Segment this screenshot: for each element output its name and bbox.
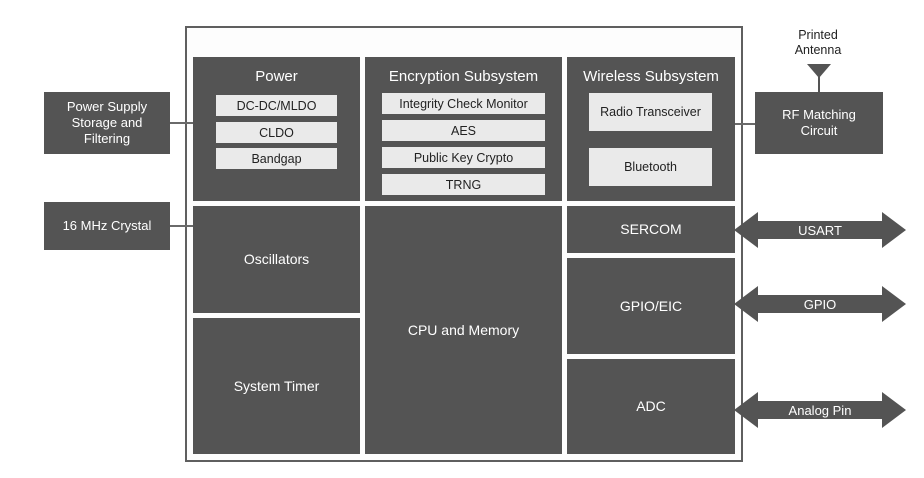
usart-arrow	[734, 212, 906, 248]
antenna-label: Printed Antenna	[794, 28, 842, 57]
cpu-memory-block: CPU and Memory	[365, 206, 562, 454]
sercom-block: SERCOM	[567, 206, 735, 253]
encryption-block: Encryption Subsystem Integrity Check Mon…	[365, 57, 562, 201]
power-item-bandgap: Bandgap	[216, 148, 337, 169]
adc-label: ADC	[636, 398, 666, 415]
rf-matching-box: RF Matching Circuit	[755, 92, 883, 154]
adc-block: ADC	[567, 359, 735, 454]
analog-label: Analog Pin	[788, 402, 852, 418]
gpio-eic-label: GPIO/EIC	[619, 297, 683, 314]
rf-connector	[735, 123, 755, 125]
power-supply-box: Power Supply Storage and Filtering	[44, 92, 170, 154]
crystal-box: 16 MHz Crystal	[44, 202, 170, 250]
encryption-item-pkc: Public Key Crypto	[382, 147, 545, 168]
system-timer-block: System Timer	[193, 318, 360, 454]
wireless-block: Wireless Subsystem Radio Transceiver Blu…	[567, 57, 735, 201]
power-item-cldo: CLDO	[216, 122, 337, 143]
crystal-connector	[170, 225, 193, 227]
power-item-dcdc: DC-DC/MLDO	[216, 95, 337, 116]
power-title: Power	[255, 68, 298, 85]
gpio-arrow	[734, 286, 906, 322]
power-supply-connector	[170, 122, 193, 124]
wireless-title: Wireless Subsystem	[583, 68, 719, 85]
oscillators-block: Oscillators	[193, 206, 360, 313]
encryption-item-trng: TRNG	[382, 174, 545, 195]
gpio-eic-block: GPIO/EIC	[567, 258, 735, 354]
system-timer-label: System Timer	[233, 377, 320, 394]
oscillators-label: Oscillators	[243, 251, 310, 268]
gpio-label: GPIO	[803, 296, 837, 312]
encryption-item-aes: AES	[382, 120, 545, 141]
analog-arrow	[734, 392, 906, 428]
power-block: Power DC-DC/MLDO CLDO Bandgap	[193, 57, 360, 201]
encryption-title: Encryption Subsystem	[388, 68, 539, 85]
cpu-memory-label: CPU and Memory	[407, 321, 520, 338]
antenna-icon	[807, 64, 831, 93]
encryption-item-icm: Integrity Check Monitor	[382, 93, 545, 114]
wireless-item-bluetooth: Bluetooth	[589, 148, 712, 186]
wireless-item-radio: Radio Transceiver	[589, 93, 712, 131]
sercom-label: SERCOM	[620, 221, 682, 238]
usart-label: USART	[798, 222, 842, 238]
